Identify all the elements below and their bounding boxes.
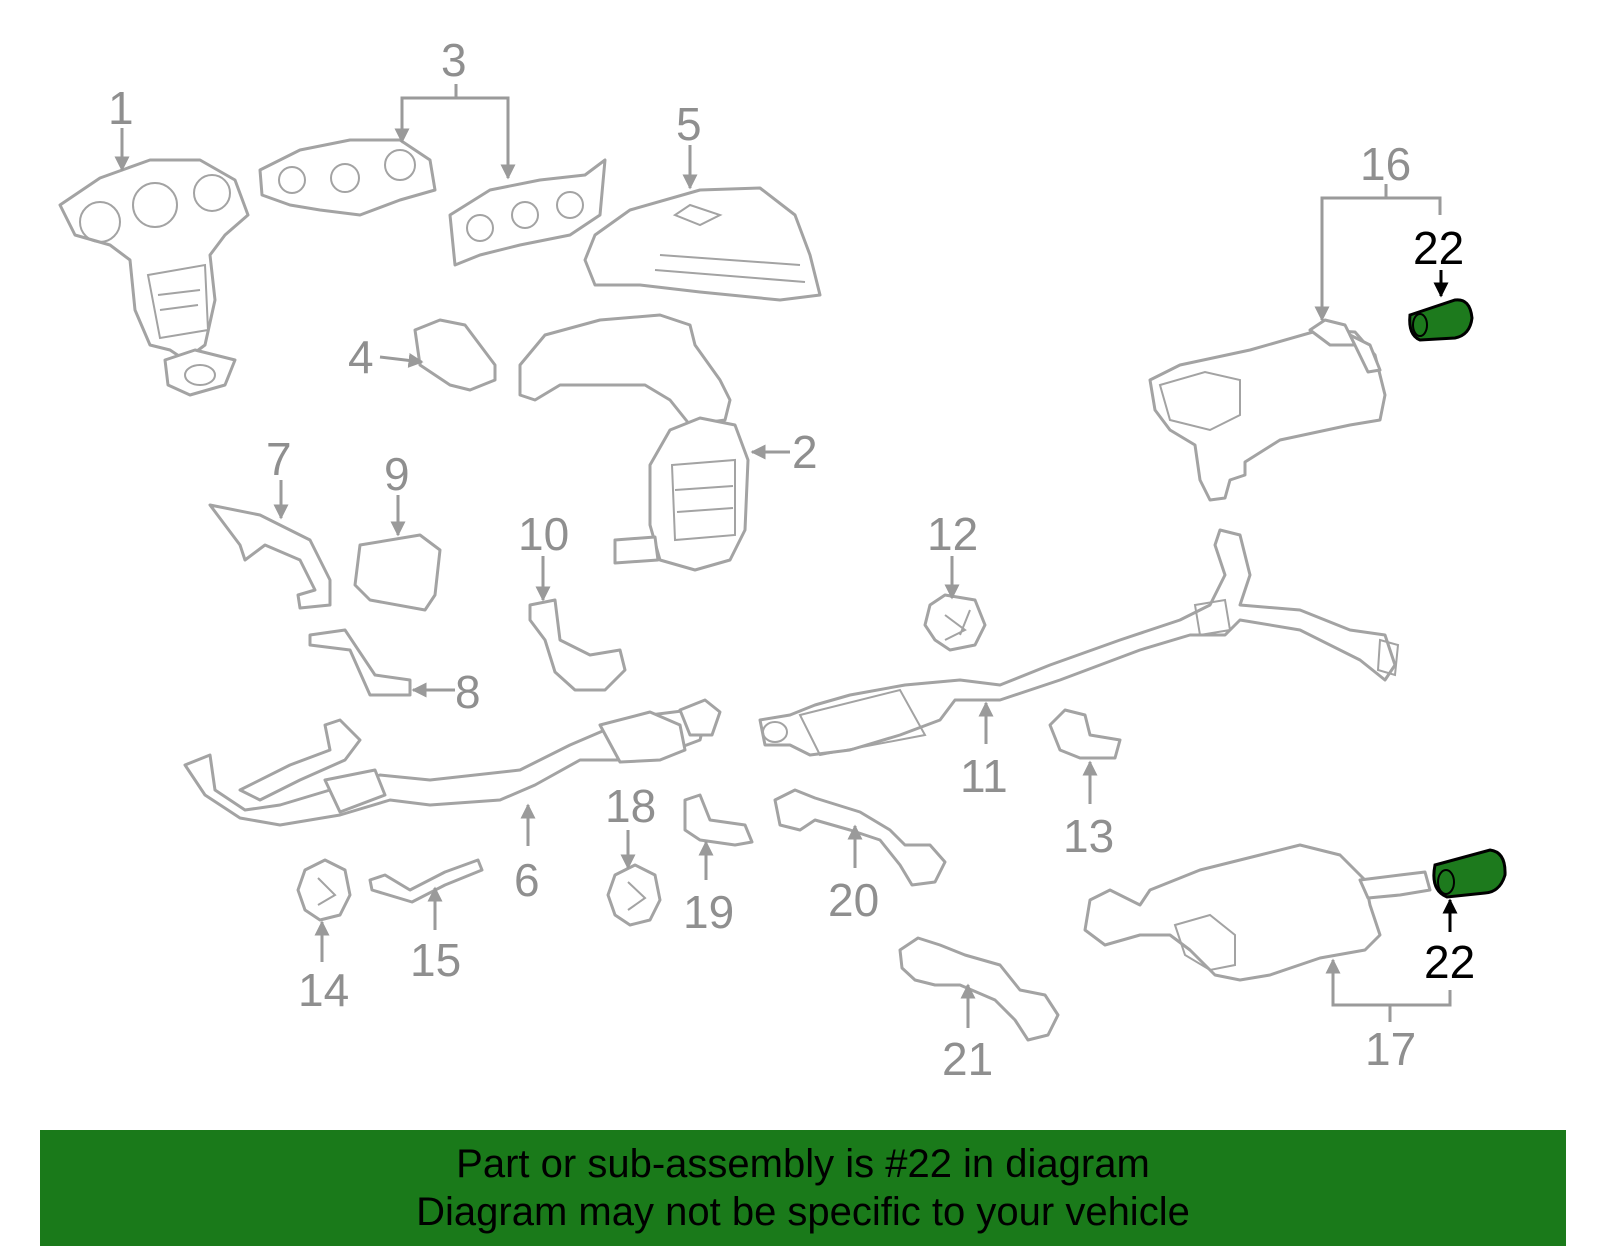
callout-5: 5 (676, 98, 702, 150)
exhaust-parts-diagram: 1 3 5 4 2 7 9 8 10 12 11 13 6 18 19 20 2… (58, 34, 1507, 1085)
banner-line-disclaimer: Diagram may not be specific to your vehi… (416, 1190, 1190, 1234)
info-banner: Part or sub-assembly is #22 in diagram D… (40, 1130, 1566, 1246)
callout-13: 13 (1063, 810, 1114, 862)
callout-21: 21 (942, 1033, 993, 1085)
callout-20: 20 (828, 874, 879, 926)
part-6-front-pipe (183, 698, 722, 827)
callout-2: 2 (792, 426, 818, 478)
part-7-bracket (208, 503, 332, 610)
part-19-clamp (683, 793, 754, 847)
callout-12: 12 (927, 508, 978, 560)
callout-14: 14 (298, 964, 349, 1016)
callout-1: 1 (108, 82, 134, 134)
part-20-hanger-bracket (773, 788, 947, 887)
callout-7: 7 (266, 433, 292, 485)
part-11-center-pipe (758, 528, 1400, 757)
part-22-exhaust-tip-lower[interactable] (1432, 848, 1507, 899)
callout-4: 4 (348, 331, 374, 383)
part-4-bracket (413, 318, 497, 392)
part-9-shield (353, 533, 442, 612)
part-12-hanger (923, 593, 987, 652)
leader-lines-highlight (1433, 270, 1458, 932)
callout-22-upper: 22 (1413, 222, 1464, 274)
leader-lines (114, 84, 1452, 1028)
callout-3: 3 (441, 34, 467, 86)
part-14-hanger (296, 858, 352, 922)
callout-15: 15 (410, 934, 461, 986)
part-10-mount (528, 598, 627, 692)
part-16-rear-muffler (1148, 318, 1387, 502)
callout-8: 8 (455, 666, 481, 718)
part-22-exhaust-tip-upper[interactable] (1408, 298, 1474, 342)
callout-18: 18 (605, 780, 656, 832)
part-18-hanger (606, 863, 662, 927)
callout-11: 11 (960, 750, 1008, 802)
part-3-gaskets (258, 138, 607, 267)
callout-10: 10 (518, 508, 569, 560)
part-5-heat-shield (583, 186, 822, 302)
banner-line-part: Part or sub-assembly is #22 in diagram (456, 1142, 1150, 1186)
callout-17: 17 (1365, 1023, 1416, 1075)
callout-22-lower: 22 (1424, 936, 1475, 988)
part-2-front-manifold (518, 313, 750, 572)
callout-labels: 1 3 5 4 2 7 9 8 10 12 11 13 6 18 19 20 2… (108, 34, 1475, 1085)
part-13-hanger (1048, 708, 1122, 760)
part-21-hanger-bracket (898, 936, 1060, 1042)
part-17-rear-muffler (1083, 843, 1432, 982)
part-1-exhaust-manifold (58, 158, 250, 397)
callout-19: 19 (683, 886, 734, 938)
part-8-bracket (308, 628, 412, 697)
part-15-bracket (368, 858, 484, 904)
callout-9: 9 (384, 448, 410, 500)
callout-6: 6 (514, 854, 540, 906)
callout-16: 16 (1360, 138, 1411, 190)
